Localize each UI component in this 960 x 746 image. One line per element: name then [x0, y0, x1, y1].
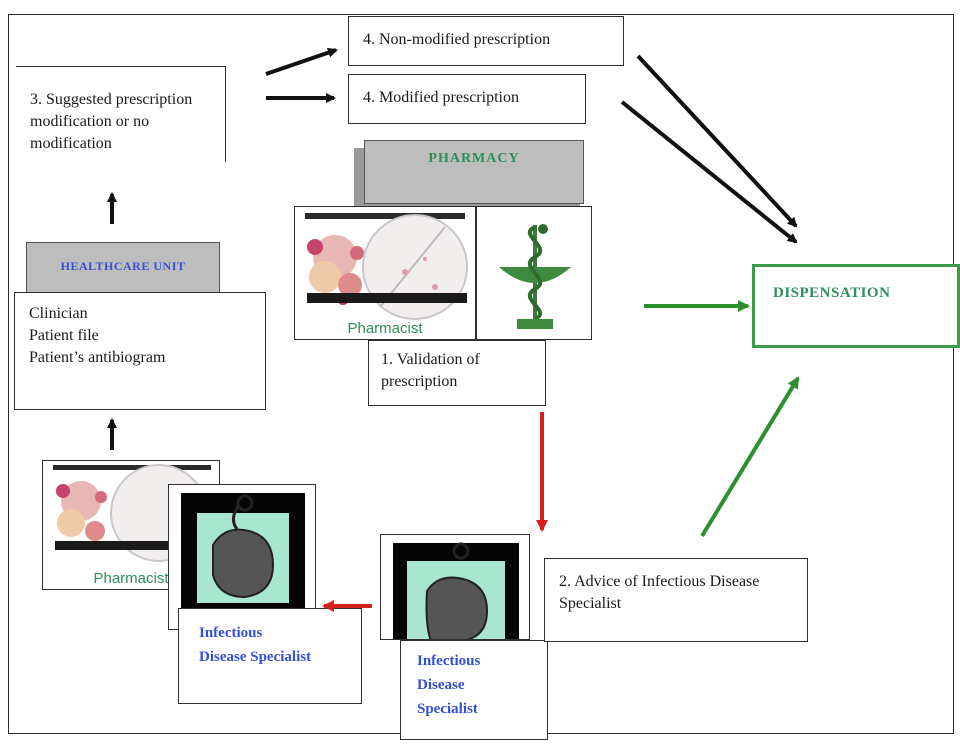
patient-file-text: Patient file	[29, 327, 99, 344]
ids-label-box-right: Infectious Disease Specialist	[400, 640, 548, 740]
pharmacist-label-bottom: Pharmacist	[93, 570, 169, 587]
healthcare-unit-header: HEALTHCARE UNIT	[26, 242, 220, 294]
ids-image-right	[380, 534, 530, 640]
antibiogram-text: Patient’s antibiogram	[29, 349, 166, 366]
healthcare-unit-label: HEALTHCARE UNIT	[60, 259, 186, 273]
validation-box: 1. Validation of prescription	[368, 340, 546, 406]
ids-image-left	[168, 484, 316, 630]
pharmacy-symbol-box	[476, 206, 592, 340]
ids-label-box-left: Infectious Disease Specialist	[178, 608, 362, 704]
healthcare-info-box: Clinician Patient file Patient’s antibio…	[14, 292, 266, 410]
modified-prescription-box: 4. Modified prescription	[348, 74, 586, 124]
non-modified-prescription-box: 4. Non-modified prescription	[348, 16, 624, 66]
step3-box: 3. Suggested prescription modification o…	[16, 66, 226, 162]
modified-prescription-text: 4. Modified prescription	[363, 89, 519, 106]
step3-text: 3. Suggested prescription modification o…	[30, 91, 193, 152]
pharmacist-image	[295, 207, 475, 339]
pharmacy-header: PHARMACY	[364, 140, 584, 204]
stethoscope-icon	[169, 485, 315, 629]
advice-text: 2. Advice of Infectious Disease Speciali…	[559, 573, 760, 612]
advice-box: 2. Advice of Infectious Disease Speciali…	[544, 558, 808, 642]
ids-right-line2: Disease	[417, 677, 465, 693]
validation-text: 1. Validation of prescription	[381, 351, 480, 390]
pharmacist-photo: Pharmacist	[294, 206, 476, 340]
ids-left-line1: Infectious	[199, 625, 263, 641]
dispensation-box: DISPENSATION	[752, 264, 960, 348]
ids-right-line3: Specialist	[417, 701, 478, 717]
caduceus-icon	[499, 224, 571, 329]
ids-right-line1: Infectious	[417, 653, 481, 669]
dispensation-label: DISPENSATION	[773, 285, 891, 301]
ids-left-line2: Disease Specialist	[199, 649, 312, 665]
non-modified-prescription-text: 4. Non-modified prescription	[363, 31, 551, 48]
clinician-text: Clinician	[29, 305, 88, 322]
pharmacy-label: PHARMACY	[428, 151, 520, 166]
stethoscope-icon-right	[381, 535, 529, 639]
pharmacist-label-top: Pharmacist	[347, 320, 423, 337]
